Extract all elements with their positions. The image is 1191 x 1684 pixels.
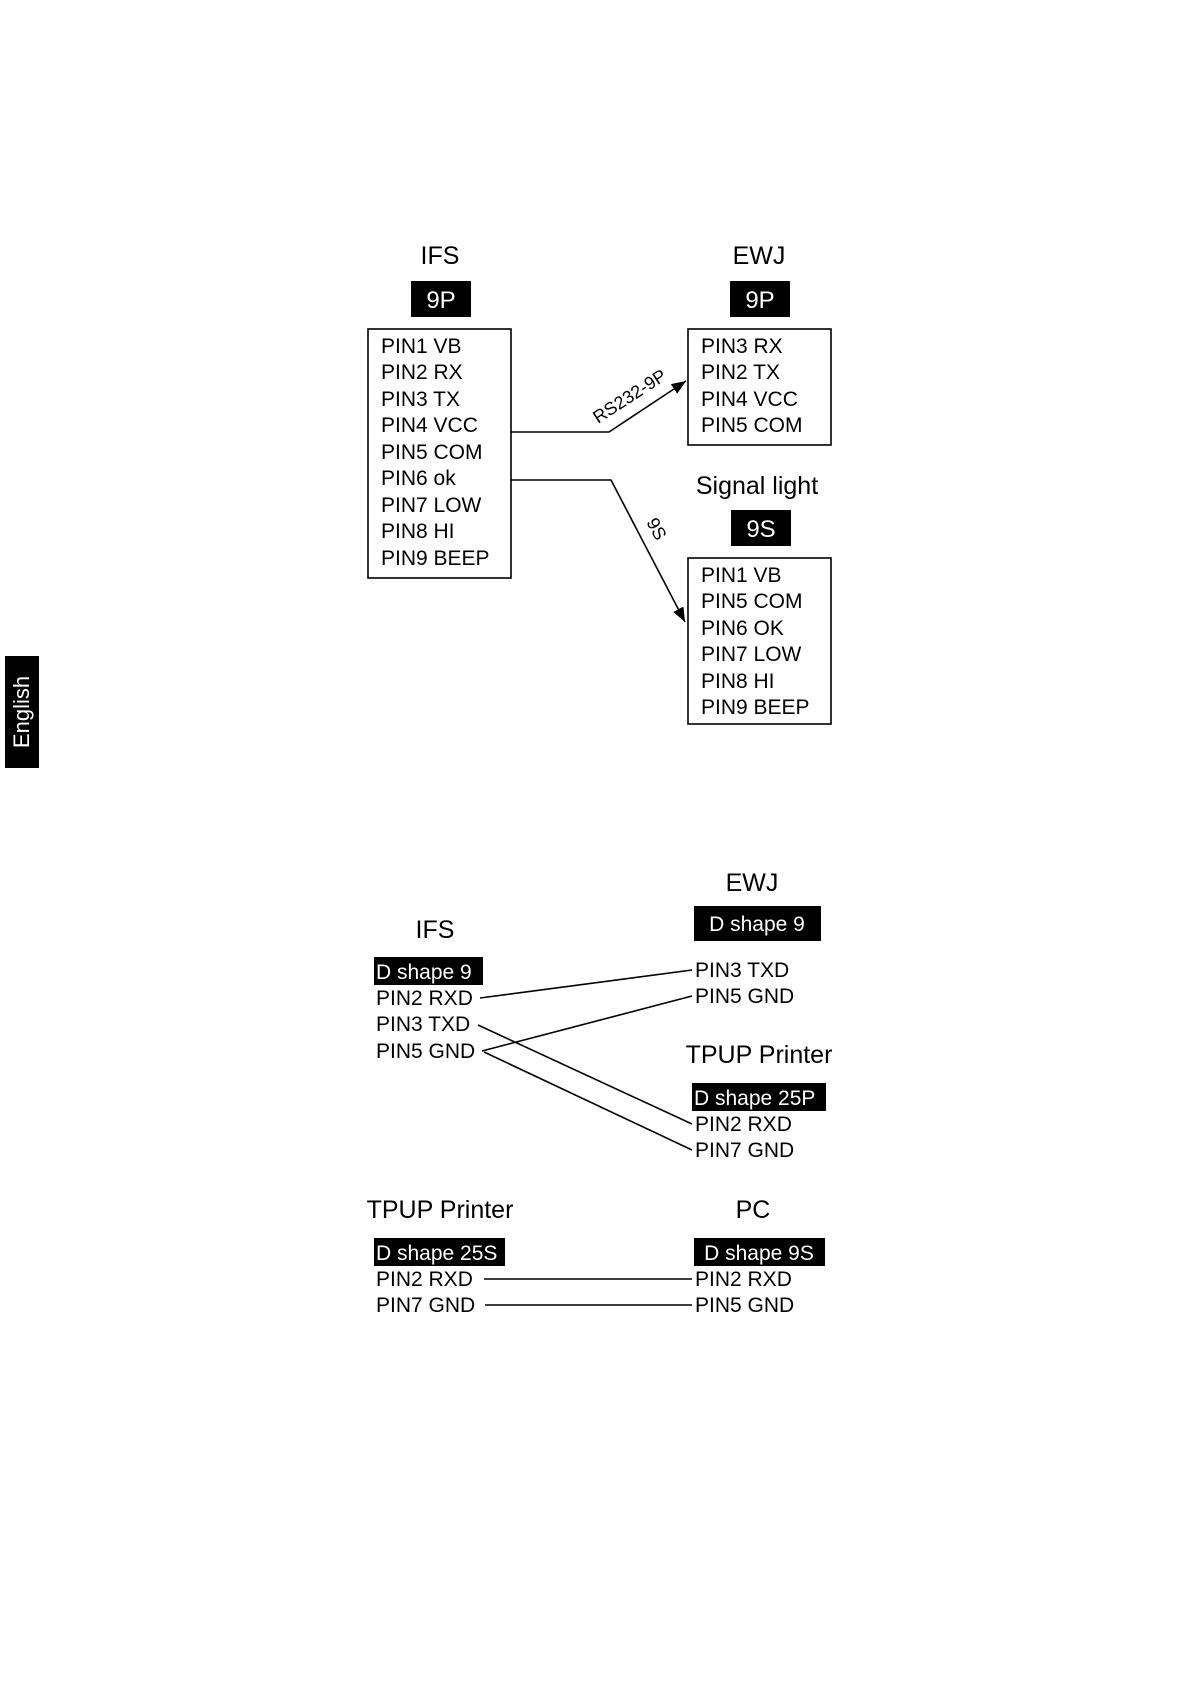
ifs-pin-3: PIN3 TX [381, 388, 460, 411]
ifs-title: IFS [421, 242, 460, 270]
tpup3-badge [374, 1238, 505, 1266]
ewj-badge [730, 281, 790, 317]
diagram-tpup-pc: TPUP Printer D shape 25S PIN2 RXD PIN7 G… [367, 1196, 825, 1317]
signal-light-pin-3: PIN6 OK [701, 617, 784, 640]
ifs-pin-1: PIN1 VB [381, 335, 462, 358]
signal-light-pin-1: PIN1 VB [701, 564, 782, 587]
pc-title: PC [736, 1196, 771, 1224]
ifs-pin-4: PIN4 VCC [381, 414, 478, 437]
ifs-pin-6: PIN6 ok [381, 467, 456, 490]
ewj2-title: EWJ [726, 869, 779, 897]
ifs-pin-9: PIN9 BEEP [381, 547, 490, 570]
ewj-title: EWJ [733, 242, 786, 270]
ewj-pin-box [687, 328, 832, 446]
tpup2-pin-1: PIN2 RXD [695, 1113, 792, 1136]
ifs-pin-box [367, 328, 512, 579]
tpup3-badge-label: D shape 25S [376, 1242, 497, 1265]
wire-ifs-txd-tpup-rxd [477, 1024, 693, 1125]
ewj-pin-2: PIN2 TX [701, 361, 780, 384]
ewj2-badge-label: D shape 9 [709, 913, 805, 936]
signal-light-pin-6: PIN9 BEEP [701, 696, 810, 719]
ifs2-pin-2: PIN3 TXD [376, 1013, 470, 1036]
ifs-pin-8: PIN8 HI [381, 520, 455, 543]
wire-ifs-rxd-ewj-txd [479, 969, 693, 999]
tpup3-title: TPUP Printer [367, 1196, 514, 1224]
9s-cable-label: 9S [642, 514, 670, 543]
diagram-ifs-ewj-signal: IFS 9P PIN1 VB PIN2 RX PIN3 TX PIN4 VCC … [367, 242, 832, 725]
signal-light-pin-5: PIN8 HI [701, 670, 775, 693]
9s-cable-arrow [511, 479, 686, 623]
language-tab[interactable]: English [5, 656, 39, 768]
ifs2-title: IFS [416, 916, 455, 944]
ewj2-pin-2: PIN5 GND [695, 985, 794, 1008]
ifs-badge [411, 281, 471, 317]
tpup3-pin-2: PIN7 GND [376, 1294, 475, 1317]
ifs2-badge-label: D shape 9 [376, 961, 472, 984]
ewj2-pin-1: PIN3 TXD [695, 959, 789, 982]
tpup2-badge [692, 1083, 826, 1111]
ifs2-pin-3: PIN5 GND [376, 1040, 475, 1063]
tpup2-title: TPUP Printer [686, 1041, 833, 1069]
signal-light-pin-2: PIN5 COM [701, 590, 803, 613]
ewj-pin-1: PIN3 RX [701, 335, 783, 358]
tpup2-pin-2: PIN7 GND [695, 1139, 794, 1162]
ifs-pin-7: PIN7 LOW [381, 494, 482, 517]
ewj2-badge [694, 906, 821, 941]
diagram-ifs-ewj-tpup: IFS D shape 9 PIN2 RXD PIN3 TXD PIN5 GND… [374, 869, 832, 1162]
pc-badge-label: D shape 9S [704, 1242, 814, 1265]
signal-light-title: Signal light [696, 472, 818, 500]
tpup2-badge-label: D shape 25P [694, 1087, 815, 1110]
ifs-badge-label: 9P [426, 287, 455, 314]
ewj-badge-label: 9P [745, 287, 774, 314]
pc-pin-2: PIN5 GND [695, 1294, 794, 1317]
tpup3-pin-1: PIN2 RXD [376, 1268, 473, 1291]
ifs2-pin-1: PIN2 RXD [376, 987, 473, 1010]
ewj-pin-4: PIN5 COM [701, 414, 803, 437]
ifs-pin-5: PIN5 COM [381, 441, 483, 464]
ewj-pin-3: PIN4 VCC [701, 388, 798, 411]
rs232-cable-arrow [511, 380, 687, 433]
signal-light-pin-4: PIN7 LOW [701, 643, 802, 666]
ifs2-badge [374, 957, 483, 985]
signal-light-pin-box [687, 557, 832, 725]
pc-badge [694, 1238, 825, 1266]
wire-ifs-gnd-ewj-gnd [481, 995, 693, 1052]
signal-light-badge [731, 510, 791, 546]
signal-light-badge-label: 9S [746, 516, 775, 543]
ifs-pin-2: PIN2 RX [381, 361, 463, 384]
pc-pin-1: PIN2 RXD [695, 1268, 792, 1291]
wire-ifs-gnd-tpup-gnd [483, 1051, 693, 1151]
